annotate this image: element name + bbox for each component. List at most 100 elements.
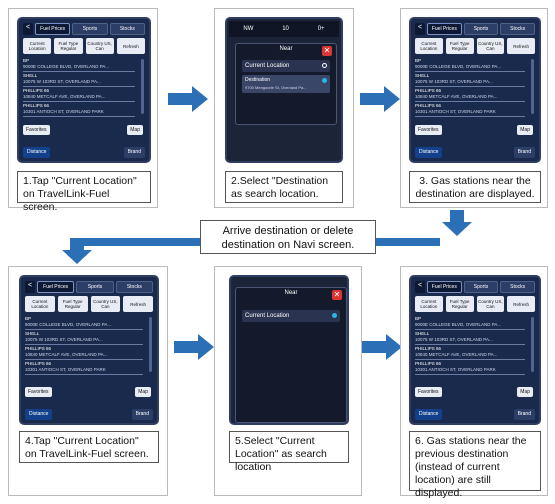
dialog-title: Near (279, 46, 293, 52)
fuel-type-button[interactable]: Fuel Type Regular (445, 38, 474, 54)
fuel-screen: < Fuel Prices Sports Stocks Current Loca… (409, 17, 541, 163)
brand-sort-button[interactable]: Brand (131, 409, 153, 420)
favorites-button[interactable]: Favorites (25, 387, 52, 397)
step-2-caption: 2.Select "Destination as search location… (225, 171, 343, 203)
refresh-button[interactable]: Refresh (123, 296, 153, 312)
step-1-caption: 1.Tap "Current Location" on TravelLink-F… (17, 171, 151, 213)
fuel-type-button[interactable]: Fuel Type Regular (54, 38, 83, 54)
extra-readout: 0+ (317, 26, 325, 32)
step-3-caption: 3. Gas stations near the destination are… (409, 171, 541, 203)
back-button[interactable]: < (415, 23, 425, 35)
fuel-type-button[interactable]: Fuel Type Regular (445, 296, 474, 312)
tab-fuel-prices[interactable]: Fuel Prices (427, 281, 462, 293)
middle-note: Arrive destination or delete destination… (200, 220, 376, 254)
near-dialog: Near ✕ Current Location (235, 287, 347, 423)
favorites-button[interactable]: Favorites (415, 387, 442, 397)
tab-stocks[interactable]: Stocks (109, 23, 145, 35)
dialog-title: Near (284, 290, 298, 296)
arrow-right-icon (168, 86, 208, 112)
map-button[interactable]: Map (135, 387, 151, 397)
step-2-panel: NW 10 0+ Near ✕ Current Location Destina… (214, 8, 354, 208)
step-6-caption: 6. Gas stations near the previous destin… (409, 431, 541, 499)
current-location-button[interactable]: Current Location (415, 38, 443, 54)
fuel-screen: < Fuel Prices Sports Stocks Current Loca… (19, 275, 159, 425)
close-icon[interactable]: ✕ (322, 46, 332, 56)
current-location-button[interactable]: Current Location (23, 38, 52, 54)
tab-fuel-prices[interactable]: Fuel Prices (427, 23, 462, 35)
step-5-caption: 5.Select "Current Location" as search lo… (229, 431, 349, 473)
arrow-right-icon (360, 86, 400, 112)
fuel-type-button[interactable]: Fuel Type Regular (57, 296, 88, 312)
back-button[interactable]: < (23, 23, 33, 35)
tab-stocks[interactable]: Stocks (500, 23, 536, 35)
refresh-button[interactable]: Refresh (507, 38, 535, 54)
step-5-panel: Near ✕ Current Location 5.Select "Curren… (214, 266, 362, 496)
distance-sort-button[interactable]: Distance (415, 147, 443, 158)
radio-selected-icon (322, 78, 327, 83)
option-current-location[interactable]: Current Location (242, 60, 330, 72)
brand-sort-button[interactable]: Brand (123, 147, 145, 158)
heading-readout: NW (243, 26, 254, 32)
tab-stocks[interactable]: Stocks (115, 281, 153, 293)
tab-sports[interactable]: Sports (72, 23, 108, 35)
map-button[interactable]: Map (127, 125, 143, 135)
arrow-right-icon (362, 334, 402, 360)
scrollbar[interactable] (531, 317, 534, 372)
tab-sports[interactable]: Sports (463, 23, 499, 35)
back-button[interactable]: < (415, 281, 425, 293)
step-4-panel: < Fuel Prices Sports Stocks Current Loca… (8, 266, 168, 496)
option-current-location[interactable]: Current Location (242, 310, 340, 322)
favorites-button[interactable]: Favorites (415, 125, 442, 135)
radio-selected-icon (332, 313, 337, 318)
scrollbar[interactable] (149, 317, 152, 372)
back-button[interactable]: < (25, 281, 35, 293)
radio-icon (322, 63, 327, 68)
country-button[interactable]: Country US, Can (90, 296, 121, 312)
distance-sort-button[interactable]: Distance (415, 409, 443, 420)
country-button[interactable]: Country US, Can (476, 38, 505, 54)
country-button[interactable]: Country US, Can (85, 38, 114, 54)
fuel-screen: < Fuel Prices Sports Stocks Current Loca… (409, 275, 541, 425)
step-1-panel: < Fuel Prices Sports Stocks Current Loca… (8, 8, 158, 213)
current-location-button[interactable]: Current Location (25, 296, 55, 312)
scrollbar[interactable] (141, 59, 144, 114)
close-icon[interactable]: ✕ (332, 290, 342, 300)
tab-fuel-prices[interactable]: Fuel Prices (35, 23, 71, 35)
favorites-button[interactable]: Favorites (23, 125, 50, 135)
arrow-right-icon (174, 334, 214, 360)
tab-sports[interactable]: Sports (76, 281, 114, 293)
map-button[interactable]: Map (517, 387, 533, 397)
refresh-button[interactable]: Refresh (116, 38, 145, 54)
refresh-button[interactable]: Refresh (507, 296, 535, 312)
map-button[interactable]: Map (517, 125, 533, 135)
tab-sports[interactable]: Sports (463, 281, 499, 293)
brand-sort-button[interactable]: Brand (513, 147, 535, 158)
scrollbar[interactable] (531, 59, 534, 114)
country-button[interactable]: Country US, Can (476, 296, 505, 312)
distance-sort-button[interactable]: Distance (23, 147, 51, 158)
brand-sort-button[interactable]: Brand (513, 409, 535, 420)
tab-fuel-prices[interactable]: Fuel Prices (37, 281, 75, 293)
tab-stocks[interactable]: Stocks (500, 281, 536, 293)
distance-sort-button[interactable]: Distance (25, 409, 53, 420)
current-location-button[interactable]: Current Location (415, 296, 443, 312)
